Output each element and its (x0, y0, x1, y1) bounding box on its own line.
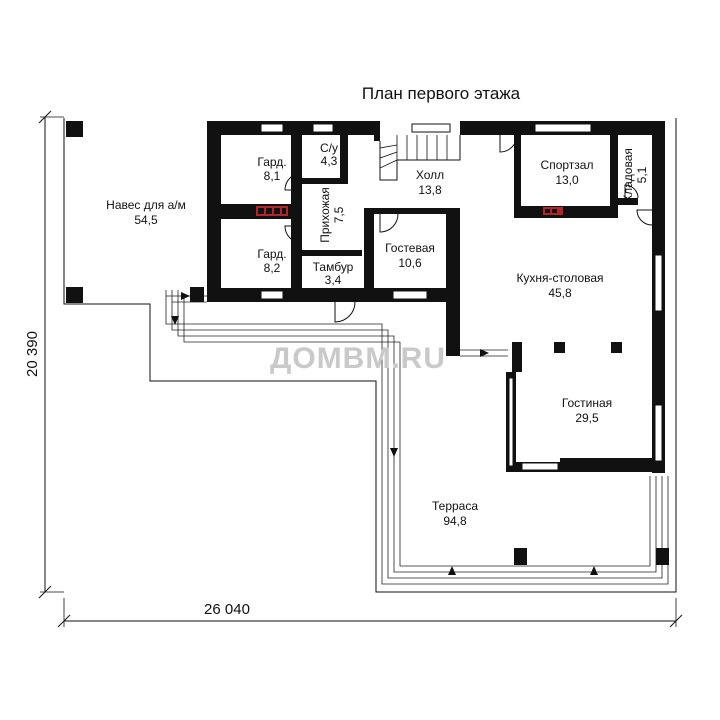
watermark: ДОМВМ.RU (270, 342, 446, 375)
room-area: 5,1 (635, 166, 649, 183)
room-wardrobe-1: Гард. 8,1 (257, 155, 286, 183)
room-area: 45,8 (548, 286, 572, 300)
room-terrace: Терраса 94,8 (432, 499, 478, 528)
room-guest: Гостевая 10,6 (385, 241, 435, 270)
dimension-width (57, 598, 683, 628)
room-name: Кладовая (621, 148, 635, 202)
plan-title: План первого этажа (362, 84, 521, 103)
room-area: 8,2 (264, 261, 281, 275)
room-area: 13,8 (418, 183, 442, 197)
room-name: Кухня-столовая (516, 271, 603, 285)
room-carport: Навес для а/м 54,5 (106, 198, 186, 227)
dimension-height-label: 20 390 (24, 331, 41, 377)
room-name: Гостиная (562, 396, 612, 410)
room-pantry: Кладовая 5,1 (621, 148, 649, 202)
post-top-left (66, 121, 83, 137)
room-area: 13,0 (555, 173, 579, 187)
carport-outline (63, 118, 677, 593)
room-area: 4,3 (321, 154, 338, 168)
room-name: С/у (320, 141, 338, 155)
room-area: 8,1 (264, 169, 281, 183)
room-name: Прихожая (318, 187, 332, 243)
doors (284, 134, 653, 323)
room-name: Спортзал (541, 158, 594, 172)
room-living: Гостиная 29,5 (562, 396, 612, 425)
staircase (379, 135, 461, 181)
room-name: Тамбур (313, 260, 354, 274)
room-wardrobe-2: Гард. 8,2 (257, 247, 286, 275)
dimension-height (38, 110, 64, 599)
room-name: Холл (416, 168, 444, 182)
room-hall: Холл 13,8 (416, 168, 444, 197)
room-bathroom: С/у 4,3 (320, 141, 338, 168)
room-area: 7,5 (332, 206, 346, 223)
room-area: 10,6 (398, 256, 422, 270)
room-name: Терраса (432, 499, 478, 513)
windows (260, 123, 663, 471)
room-hallway: Прихожая 7,5 (318, 187, 346, 243)
room-gym: Спортзал 13,0 (541, 158, 594, 187)
room-vestibule: Тамбур 3,4 (313, 260, 354, 287)
room-name: Навес для а/м (106, 198, 186, 212)
room-name: Гостевая (385, 241, 435, 255)
room-name: Гард. (257, 247, 286, 261)
radiators (256, 206, 563, 216)
room-area: 29,5 (575, 411, 599, 425)
post-bottom-left (66, 287, 83, 303)
room-kitchen: Кухня-столовая 45,8 (516, 271, 603, 300)
dimension-width-label: 26 040 (204, 601, 250, 618)
room-area: 54,5 (134, 213, 158, 227)
room-name: Гард. (257, 155, 286, 169)
room-area: 3,4 (325, 273, 342, 287)
post-bottom-mid (190, 287, 204, 302)
room-area: 94,8 (443, 514, 467, 528)
terrace-rails (165, 290, 669, 585)
